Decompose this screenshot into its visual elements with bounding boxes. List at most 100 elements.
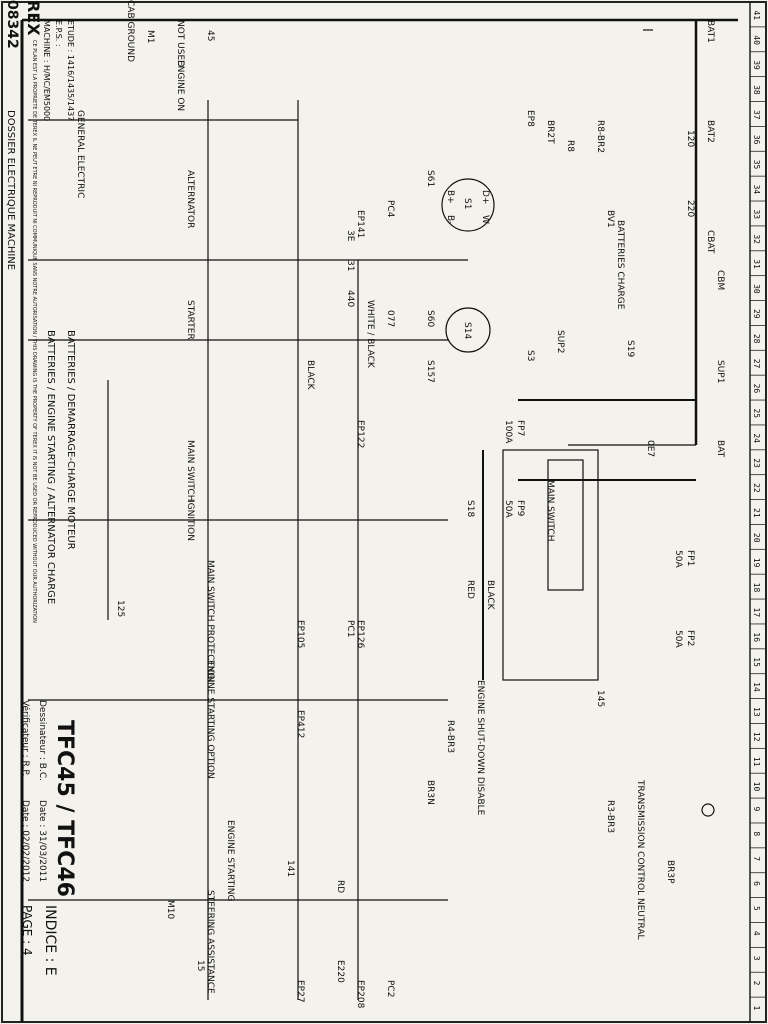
ref-sup2: SUP2 (555, 330, 565, 353)
label-main-switch-protection: MAIN SWITCH PROTECTION (205, 560, 215, 683)
wire-15: 15 (195, 960, 205, 971)
ref-cbat: CBAT (705, 230, 715, 254)
ref-ep126: EP126 (355, 620, 365, 649)
ref-bplus: B+ (445, 190, 455, 204)
dessinateur: Dessinateur : B.C. (37, 700, 47, 781)
ref-fp1-amp: 50A (673, 550, 683, 568)
ref-bat: BAT (715, 440, 725, 458)
ref-fp9-amp: 50A (503, 500, 513, 518)
ruler-number: 39 (752, 60, 761, 70)
wire-125: 125 (115, 600, 125, 617)
ruler-number: 35 (752, 160, 761, 170)
ruler-number: 41 (752, 10, 761, 20)
ruler-number: 5 (752, 906, 761, 911)
ref-pc4: PC4 (385, 200, 395, 218)
ruler-number: 20 (752, 533, 761, 543)
ruler-number: 4 (752, 931, 761, 936)
ruler-number: 17 (752, 608, 761, 618)
ref-fp2-amp: 50A (673, 630, 683, 648)
label-white-black: WHITE / BLACK (365, 300, 375, 369)
ref-br2t: BR2T (545, 120, 555, 144)
brand-logo: REX (24, 0, 43, 36)
ref-sup1: SUP1 (715, 360, 725, 383)
ref-cbm: CBM (715, 270, 725, 290)
ruler-number: 9 (752, 807, 761, 812)
wire-220: 220 (685, 200, 695, 217)
wire-120: 120 (685, 130, 695, 147)
ref-r8: R8 (565, 140, 575, 152)
ruler-number: 24 (752, 433, 761, 443)
etude: ETUDE : 1416/1435/1437 (66, 20, 75, 121)
ruler-number: 14 (752, 682, 761, 692)
ref-fp1: FP1 (685, 550, 695, 566)
date-2: Date : 02/02/2012 (20, 800, 30, 882)
ruler-number: 13 (752, 707, 761, 717)
ref-fp7-amp: 100A (503, 420, 513, 444)
wire-141: 141 (285, 860, 295, 877)
ruler-number: 6 (752, 881, 761, 886)
ruler-number: 21 (752, 508, 761, 518)
ref-bv1: BV1 (605, 210, 615, 228)
label-alternator: ALTERNATOR (185, 170, 195, 228)
ref-bat2: BAT2 (705, 120, 715, 143)
ref-ep27: EP27 (295, 980, 305, 1003)
ref-pc1: PC1 (345, 620, 355, 637)
ref-fp9: FP9 (515, 500, 525, 517)
ruler-number: 27 (752, 359, 761, 369)
ruler-number: 16 (752, 632, 761, 642)
ruler-number: 38 (752, 85, 761, 95)
ruler-number: 18 (752, 583, 761, 593)
ruler-number: 7 (752, 856, 761, 861)
ref-ep141: EP141 (355, 210, 365, 238)
ref-ep412: EP412 (295, 710, 305, 738)
wire-45: 45 (205, 30, 215, 41)
title-dossier: DOSSIER ELECTRIQUE MACHINE (5, 110, 16, 270)
main-title: TFC45 / TFC46 (52, 720, 77, 897)
ref-e220: E220 (335, 960, 345, 983)
label-cab-ground: CAB GROUND (125, 0, 135, 62)
wire-0e7: 0E7 (645, 440, 655, 457)
label-engine-starting: ENGINE STARTING (225, 820, 235, 901)
label-not-used: NOT USED (175, 20, 185, 67)
ref-s60: S60 (425, 310, 435, 327)
drawing-number: 08342 (4, 0, 20, 49)
ref-pc2: PC2 (385, 980, 395, 997)
wire-145: 145 (595, 690, 605, 707)
ref-ep105: EP105 (295, 620, 305, 648)
label-starter: STARTER (185, 300, 195, 340)
label-engine-starting-option: ENGINE STARTING OPTION (205, 660, 215, 779)
ruler-number: 15 (752, 657, 761, 667)
ref-s1: S1 (462, 198, 472, 209)
ruler-number: 37 (752, 110, 761, 120)
ruler-number: 2 (752, 981, 761, 986)
date-1: Date : 31/03/2011 (37, 800, 47, 882)
ref-s61: S61 (425, 170, 435, 187)
page-number: PAGE : 4 (20, 905, 34, 956)
ref-s19: S19 (625, 340, 635, 357)
ruler-number: 1 (752, 1006, 761, 1011)
ruler-number: 36 (752, 135, 761, 145)
ruler-number: 25 (752, 408, 761, 418)
ref-dplus: D+ (480, 190, 490, 204)
ruler-number: 33 (752, 209, 761, 219)
indice: INDICE : E (42, 905, 58, 976)
ref-r3br3: R3-BR3 (605, 800, 615, 833)
label-black-2: BLACK (305, 360, 315, 391)
ruler-number: 26 (752, 384, 761, 394)
label-engine-shutdown: ENGINE SHUT-DOWN DISABLE (475, 680, 485, 816)
ref-bat1: BAT1 (705, 20, 715, 43)
label-main-switch-box: MAIN SWITCH (545, 480, 555, 541)
label-red: RED (465, 580, 475, 599)
ref-w: W (480, 215, 490, 224)
main-switch-box (502, 449, 599, 681)
ref-rd: RD (335, 880, 345, 893)
ruler-number: 29 (752, 309, 761, 319)
ref-m10: M10 (165, 900, 175, 919)
starter-motor (445, 307, 491, 353)
ruler-number: 22 (752, 483, 761, 493)
ruler-number: 34 (752, 185, 761, 195)
label-batteries-charge: BATTERIES CHARGE (615, 220, 625, 310)
